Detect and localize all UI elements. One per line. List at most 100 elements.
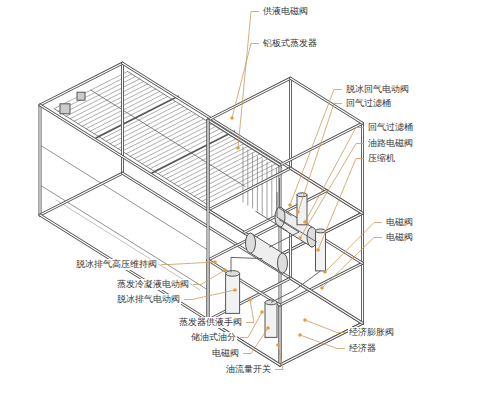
frame-beam bbox=[280, 123, 363, 165]
frame-beam bbox=[40, 63, 123, 105]
leader-dot bbox=[236, 146, 240, 150]
leader-dot bbox=[223, 268, 227, 272]
callout-label: 压缩机 bbox=[367, 153, 396, 164]
leader-line bbox=[300, 144, 364, 239]
frame-beam-inner bbox=[40, 215, 280, 365]
leader-line bbox=[161, 262, 215, 265]
callout-label: 经济器 bbox=[348, 343, 377, 354]
callout-label: 经济膨胀阀 bbox=[348, 327, 395, 338]
frame-beam bbox=[208, 168, 291, 210]
frame-beam-inner bbox=[39, 105, 40, 215]
leader-line bbox=[238, 12, 259, 149]
leader-dot bbox=[298, 333, 302, 337]
control-box bbox=[60, 104, 70, 114]
leader-dot bbox=[276, 343, 280, 347]
frame-beam-inner bbox=[208, 78, 291, 120]
callout-label: 蒸发冷凝液电动阀 bbox=[116, 279, 190, 290]
callout-label: 储油式油分 bbox=[190, 332, 237, 343]
leader-dot bbox=[303, 318, 307, 322]
leader-dot bbox=[248, 298, 252, 302]
suction-filter bbox=[316, 231, 326, 271]
evaporator-pipe bbox=[271, 165, 272, 220]
leader-dot bbox=[288, 203, 292, 207]
leader-line bbox=[325, 223, 382, 273]
leader-dot bbox=[298, 236, 302, 240]
callout-label: 蒸发器供液手阀 bbox=[178, 317, 243, 328]
callout-label: 脱冰排气电动阀 bbox=[116, 294, 181, 305]
frame-beam-inner bbox=[40, 173, 123, 215]
callout-label: 电磁阀 bbox=[385, 217, 414, 228]
evaporator-pipe bbox=[262, 159, 263, 214]
compressor-end bbox=[278, 253, 288, 273]
frame-beam bbox=[40, 215, 280, 365]
frame-beam bbox=[208, 120, 280, 165]
evaporator-divider bbox=[152, 131, 235, 173]
pipe bbox=[269, 220, 299, 248]
evaporator-pipe bbox=[252, 153, 253, 208]
leader-line bbox=[240, 312, 262, 338]
evaporator-rail bbox=[54, 109, 208, 206]
leader-dot bbox=[316, 248, 320, 252]
leader-line bbox=[322, 238, 382, 289]
tank-panel-line bbox=[56, 200, 200, 290]
callout-label: 油路电磁阀 bbox=[367, 138, 414, 149]
frame-beam-inner bbox=[362, 213, 363, 323]
oil-separator-top bbox=[226, 271, 240, 277]
frame-beam bbox=[361, 123, 364, 213]
leader-dot bbox=[213, 260, 217, 264]
callout-label: 回气过滤桶 bbox=[345, 98, 392, 109]
frame-beam bbox=[361, 213, 364, 323]
frame-beam-inner bbox=[290, 78, 291, 168]
evaporator-pipe bbox=[247, 150, 248, 205]
evaporator-divider bbox=[96, 96, 179, 138]
leader-dot bbox=[260, 310, 264, 314]
evaporator-pipe bbox=[267, 162, 268, 217]
frame-beam-inner bbox=[280, 123, 363, 165]
suction-filter-top bbox=[297, 193, 307, 197]
leader-line bbox=[232, 44, 259, 119]
suction-filter-top bbox=[316, 229, 326, 233]
leader-dot bbox=[230, 116, 234, 120]
leader-line bbox=[193, 270, 225, 285]
frame-beam-inner bbox=[362, 263, 363, 323]
frame-beam bbox=[208, 78, 291, 120]
frame-beam-inner bbox=[208, 260, 280, 305]
frame-beam-inner bbox=[208, 120, 280, 165]
leader-line bbox=[290, 90, 342, 206]
control-box bbox=[77, 92, 85, 100]
pipe bbox=[280, 178, 292, 216]
leader-dot bbox=[323, 270, 327, 274]
economizer bbox=[265, 302, 277, 337]
leader-line bbox=[184, 290, 235, 300]
leader-dot bbox=[233, 288, 237, 292]
leader-line bbox=[305, 128, 364, 223]
frame-beam-inner bbox=[362, 123, 363, 213]
pipe bbox=[231, 257, 263, 272]
frame-beam bbox=[40, 173, 123, 215]
evaporator-rail bbox=[128, 71, 282, 167]
leader-line bbox=[298, 104, 342, 213]
frame-beam bbox=[39, 105, 42, 215]
pipe bbox=[271, 271, 321, 303]
leader-dot bbox=[266, 326, 270, 330]
leader-dot bbox=[296, 210, 300, 214]
leader-line bbox=[243, 328, 268, 354]
leader-dot bbox=[320, 286, 324, 290]
callout-label: 脱冰回气电动阀 bbox=[345, 84, 410, 95]
callout-label: 电磁阀 bbox=[211, 348, 240, 359]
leader-line bbox=[246, 300, 254, 323]
frame-beam-inner bbox=[207, 120, 208, 320]
leader-dot bbox=[303, 220, 307, 224]
callout-label: 铝板式蒸发器 bbox=[262, 38, 318, 49]
pipe bbox=[256, 211, 288, 231]
callout-label: 油流量开关 bbox=[225, 364, 272, 375]
callout-label: 回气过滤桶 bbox=[367, 122, 414, 133]
frame-beam bbox=[208, 260, 280, 305]
pipe bbox=[277, 192, 317, 242]
compressor-end bbox=[246, 233, 256, 253]
leader-line bbox=[275, 345, 283, 370]
callout-label: 电磁阀 bbox=[385, 232, 414, 243]
evaporator-rail bbox=[91, 90, 245, 187]
oil-separator bbox=[226, 273, 240, 313]
